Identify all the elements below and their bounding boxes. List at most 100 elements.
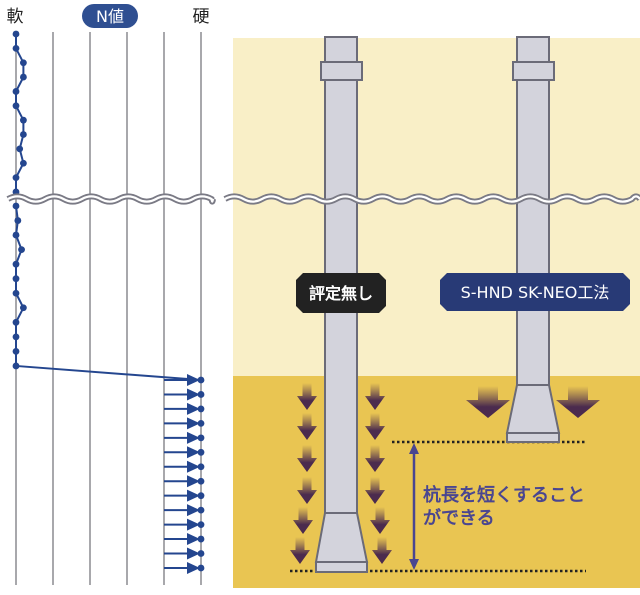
bearing-arrow-head — [187, 547, 200, 560]
length-difference-annotation: 杭長を短くすること ができる — [409, 443, 585, 570]
soft-soil-layer — [233, 38, 640, 376]
bearing-arrow-head — [187, 475, 200, 488]
n-value-point — [12, 333, 20, 341]
n-value-point — [12, 231, 20, 239]
load-arrows — [290, 383, 600, 564]
n-value-point — [12, 174, 20, 182]
label-conventional-bg — [296, 273, 386, 313]
profile-marks — [12, 30, 205, 574]
n-value-point — [12, 260, 20, 268]
n-value-point-bearing — [197, 405, 205, 413]
break-line-inner — [224, 195, 640, 203]
n-value-point — [14, 217, 22, 224]
n-value-point — [12, 348, 20, 355]
skin-friction-arrow-icon — [293, 507, 313, 534]
n-value-point-bearing — [197, 564, 205, 572]
n-value-point — [12, 318, 20, 326]
n-value-badge-bg — [82, 4, 138, 28]
pile-collar — [320, 61, 363, 81]
n-value-point — [20, 304, 27, 312]
pile-shaft — [516, 36, 550, 386]
n-value-point — [18, 246, 25, 254]
pile-flared-tip — [314, 512, 369, 563]
n-value-point — [12, 30, 20, 38]
pile-base-plate — [315, 561, 368, 573]
arrow-down-icon — [409, 559, 419, 570]
bearing-arrow-head — [187, 518, 200, 531]
n-value-point — [12, 275, 20, 283]
n-value-point-bearing — [197, 448, 205, 456]
n-value-point — [20, 116, 27, 124]
soft-label: 軟 — [7, 7, 24, 27]
label-conventional-text: 評定無し — [309, 284, 373, 303]
skin-friction-arrow-icon — [365, 445, 385, 472]
end-bearing-arrow-icon — [556, 386, 600, 418]
bearing-arrow-head — [187, 460, 200, 473]
end-bearing-arrow-icon — [466, 386, 510, 418]
profile-line-jump — [15, 364, 202, 381]
skin-friction-arrow-icon — [365, 477, 385, 504]
n-value-point — [12, 289, 20, 297]
n-value-point — [12, 88, 20, 95]
n-value-point — [16, 145, 24, 153]
n-value-point-bearing — [197, 391, 205, 398]
label-method: S-HND SK-NEO工法 — [440, 273, 630, 311]
n-value-point — [12, 44, 20, 52]
n-value-point-bearing — [197, 492, 205, 500]
pile-flared-tip — [505, 384, 561, 434]
profile-line-lower — [14, 205, 25, 366]
n-value-badge: N値 — [82, 4, 138, 28]
label-method-text: S-HND SK-NEO工法 — [461, 283, 610, 302]
bearing-arrow-head — [187, 388, 200, 401]
skin-friction-arrow-icon — [365, 383, 385, 410]
profile-line-upper — [15, 34, 25, 192]
pile-collar — [512, 61, 555, 81]
n-value-point-bearing — [197, 463, 205, 471]
hard-label: 硬 — [193, 7, 210, 27]
depth-break-line-right — [223, 193, 640, 205]
skin-friction-arrow-icon — [365, 413, 385, 440]
n-value-point-bearing — [197, 521, 205, 528]
label-conventional: 評定無し — [296, 273, 386, 313]
n-value-point — [20, 159, 27, 167]
n-value-point — [20, 131, 27, 138]
bearing-arrow-head — [187, 431, 200, 444]
pile-base-plate — [506, 432, 560, 443]
bearing-arrow-head — [187, 561, 200, 574]
skin-friction-arrow-icon — [297, 413, 317, 440]
n-value-point-bearing — [197, 506, 205, 514]
grid-lines — [15, 32, 202, 585]
skin-friction-arrow-icon — [297, 445, 317, 472]
depth-break-line-left — [6, 193, 216, 205]
skin-friction-arrow-icon — [297, 383, 317, 410]
n-value-point-bearing — [197, 477, 205, 485]
pile-method — [505, 36, 561, 443]
skin-friction-arrow-icon — [372, 537, 392, 564]
n-value-point-bearing — [197, 550, 205, 557]
n-value-point-bearing — [197, 419, 205, 427]
soil-panel — [233, 38, 640, 588]
break-line-inner — [7, 195, 215, 203]
n-value-point — [12, 202, 20, 210]
n-value-point-bearing — [197, 376, 205, 384]
n-value-point-bearing — [197, 535, 205, 543]
bearing-arrow-head — [187, 417, 200, 430]
n-value-profile: 軟 N値 硬 — [6, 4, 216, 585]
n-value-point — [12, 362, 20, 370]
bearing-arrow-head — [187, 489, 200, 502]
n-value-point — [12, 102, 20, 110]
label-method-bg — [440, 273, 630, 311]
annotation-line-2: ができる — [423, 507, 495, 529]
arrow-up-icon — [409, 443, 419, 454]
bearing-arrow-head — [187, 402, 200, 415]
annotation-line-1: 杭長を短くすること — [423, 484, 585, 506]
skin-friction-arrow-icon — [290, 537, 310, 564]
n-value-point — [20, 73, 27, 81]
n-value-point — [20, 59, 27, 67]
skin-friction-arrow-icon — [370, 507, 390, 534]
n-value-label: N値 — [96, 7, 124, 26]
bearing-arrow-head — [187, 533, 200, 546]
bearing-arrow-head — [187, 374, 200, 386]
